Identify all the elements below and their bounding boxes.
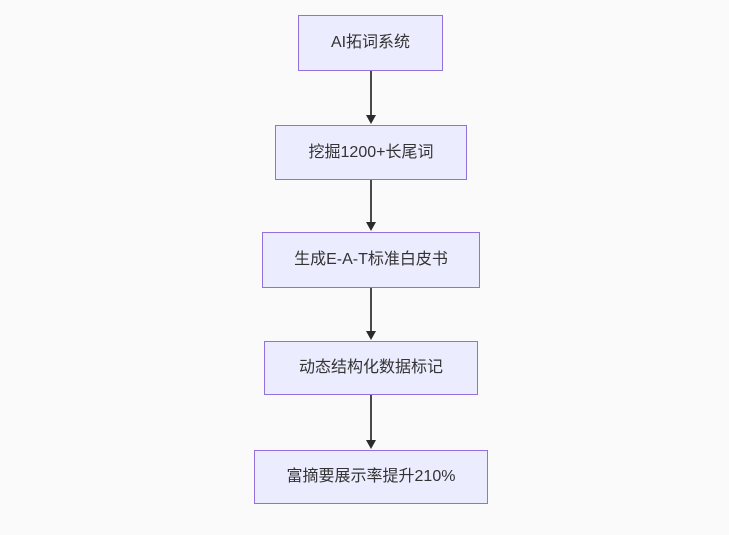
flow-node-label: AI拓词系统 <box>330 34 411 52</box>
flow-node-rich-snippet-rate: 富摘要展示率提升210% <box>254 450 488 504</box>
flow-node-label: 生成E-A-T标准白皮书 <box>294 251 448 269</box>
edge-arrow-3 <box>365 288 377 340</box>
edge-line <box>370 71 372 115</box>
flow-node-label: 动态结构化数据标记 <box>298 359 443 377</box>
edge-line <box>370 180 372 222</box>
flow-node-ai-word-expansion-system: AI拓词系统 <box>298 15 443 71</box>
arrowhead-down-icon <box>366 222 376 231</box>
flow-node-eat-whitepaper: 生成E-A-T标准白皮书 <box>262 232 480 288</box>
arrowhead-down-icon <box>366 115 376 124</box>
edge-arrow-2 <box>365 180 377 231</box>
arrowhead-down-icon <box>366 331 376 340</box>
flow-node-label: 富摘要展示率提升210% <box>286 468 456 486</box>
edge-arrow-1 <box>365 71 377 124</box>
flow-node-label: 挖掘1200+长尾词 <box>308 143 434 161</box>
flow-node-longtail-keywords: 挖掘1200+长尾词 <box>275 125 467 180</box>
edge-arrow-4 <box>365 395 377 449</box>
edge-line <box>370 288 372 331</box>
edge-line <box>370 395 372 440</box>
flow-node-structured-data-markup: 动态结构化数据标记 <box>264 341 478 395</box>
arrowhead-down-icon <box>366 440 376 449</box>
